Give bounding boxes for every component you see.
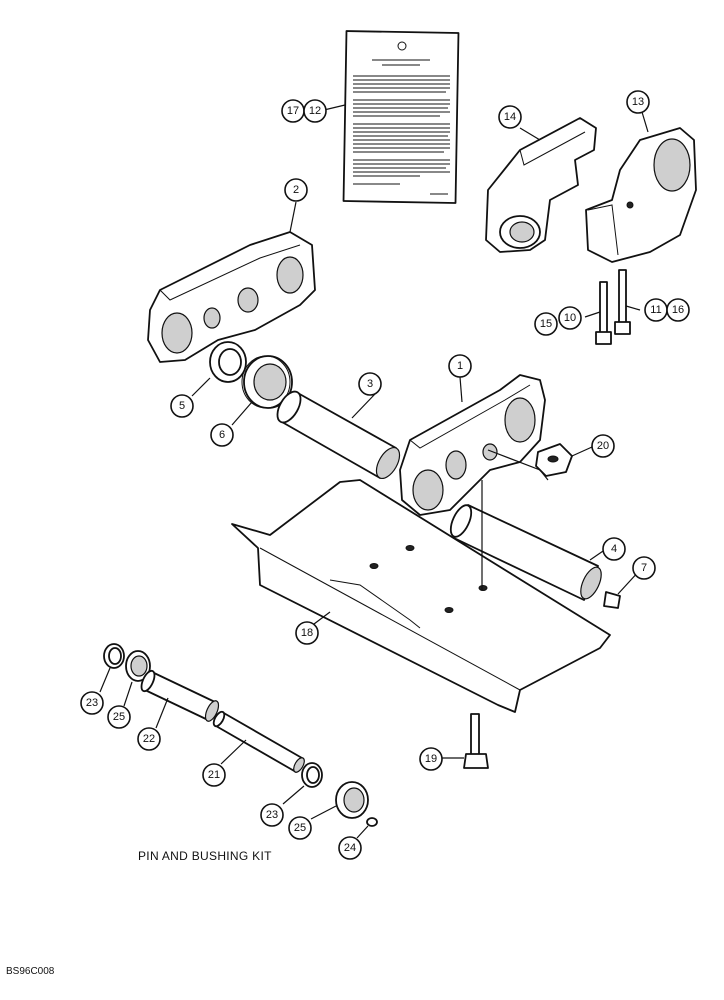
callout-2: 2 [284,178,308,202]
svg-text:6: 6 [219,429,225,441]
callout-20: 20 [591,434,615,458]
kit-ring-23-left [103,643,125,669]
svg-text:25: 25 [294,822,306,834]
kit-caption: PIN AND BUSHING KIT [138,849,272,863]
svg-text:20: 20 [597,440,609,452]
figure-code: BS96C008 [6,966,55,977]
master-link-half-13 [585,127,697,263]
track-shoe-18 [231,479,611,713]
callout-19: 19 [419,747,443,771]
callout-10: 10 [558,306,582,330]
svg-text:23: 23 [86,697,98,709]
callout-25-right: 25 [288,816,312,840]
svg-text:15: 15 [540,318,552,330]
kit-seal-25-right [335,781,369,819]
bolt-10 [595,281,612,345]
leader-lines [99,104,649,839]
callout-13: 13 [626,90,650,114]
callout-1: 1 [448,354,472,378]
svg-text:10: 10 [564,312,576,324]
svg-text:11: 11 [650,304,661,316]
svg-text:21: 21 [208,769,220,781]
callout-15: 15 [534,312,558,336]
seal-ring-6 [241,355,293,409]
callout-25-left: 25 [107,705,131,729]
callout-24: 24 [338,836,362,860]
instruction-sheet [342,30,460,204]
callout-18: 18 [295,621,319,645]
master-link-half-14 [485,117,597,253]
bolt-19 [463,713,489,769]
svg-text:18: 18 [301,627,313,639]
callout-23-left: 23 [80,691,104,715]
svg-text:14: 14 [504,111,516,123]
svg-text:19: 19 [425,753,437,765]
callout-4: 4 [602,537,626,561]
kit-seal-25-left [125,650,151,682]
nut-20 [535,443,573,477]
callout-7: 7 [632,556,656,580]
kit-ring-23-right [301,762,323,788]
callout-11: 11 [644,298,668,322]
plug-7 [603,591,621,609]
svg-text:25: 25 [113,711,125,723]
svg-text:4: 4 [611,543,617,555]
callout-21: 21 [202,763,226,787]
svg-text:3: 3 [367,378,373,390]
svg-text:17: 17 [287,105,299,117]
svg-text:2: 2 [293,184,299,196]
callout-3: 3 [358,372,382,396]
track-link-2 [147,231,316,363]
bushing-3 [276,390,401,479]
pin-4 [449,504,602,601]
callout-23-right: 23 [260,803,284,827]
svg-text:23: 23 [266,809,278,821]
callout-6: 6 [210,423,234,447]
callout-16: 16 [666,298,690,322]
callout-17: 17 [281,99,305,123]
svg-text:24: 24 [344,842,356,854]
svg-text:7: 7 [641,562,647,574]
callout-14: 14 [498,105,522,129]
bolt-11 [614,269,631,335]
svg-text:5: 5 [179,400,185,412]
callout-5: 5 [170,394,194,418]
kit-bushing-22 [140,669,220,722]
svg-text:12: 12 [309,105,321,117]
svg-text:22: 22 [143,733,155,745]
callout-22: 22 [137,727,161,751]
callout-12: 12 [303,99,327,123]
svg-text:1: 1 [457,360,463,372]
kit-pin-21 [212,710,305,773]
svg-text:13: 13 [632,96,644,108]
kit-plug-24 [366,817,378,827]
seal-ring-5 [209,341,247,383]
svg-text:16: 16 [672,304,684,316]
track-link-1 [399,374,546,516]
